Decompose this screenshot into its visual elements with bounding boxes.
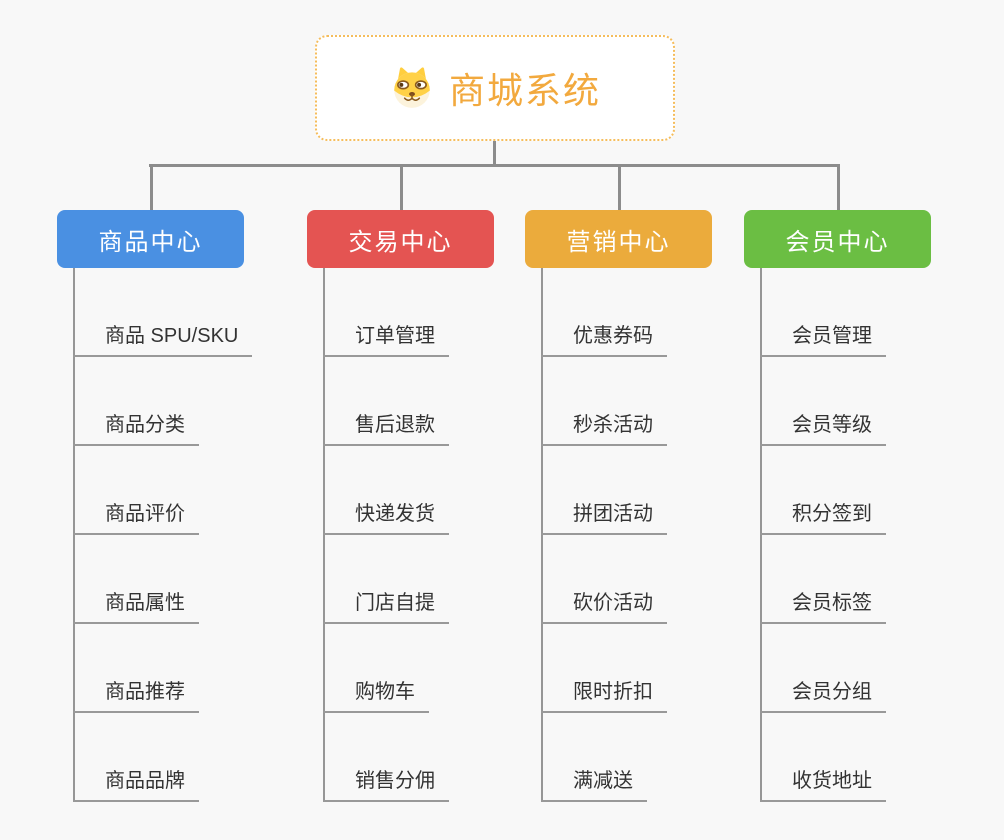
leaf-node[interactable]: 商品评价 — [73, 489, 199, 535]
leaf-node[interactable]: 会员管理 — [760, 311, 886, 357]
leaf-node[interactable]: 销售分佣 — [323, 756, 449, 802]
leaf-node[interactable]: 砍价活动 — [541, 578, 667, 624]
branch-trunk-line — [73, 268, 75, 802]
branch-trunk-line — [760, 268, 762, 802]
connector-branch-stub — [149, 164, 153, 210]
leaf-node[interactable]: 限时折扣 — [541, 667, 667, 713]
leaf-node[interactable]: 购物车 — [323, 667, 429, 713]
branch-trunk-line — [541, 268, 543, 802]
leaf-node[interactable]: 订单管理 — [323, 311, 449, 357]
branch-header-2[interactable]: 营销中心 — [525, 210, 712, 268]
leaf-node[interactable]: 优惠券码 — [541, 311, 667, 357]
leaf-node[interactable]: 商品分类 — [73, 400, 199, 446]
root-node-title: 商城系统 — [448, 70, 601, 111]
leaf-node[interactable]: 拼团活动 — [541, 489, 667, 535]
connector-root-stub — [493, 141, 496, 167]
branch-trunk-line — [323, 268, 325, 802]
leaf-node[interactable]: 会员标签 — [760, 578, 886, 624]
leaf-node[interactable]: 会员分组 — [760, 667, 886, 713]
leaf-node[interactable]: 积分签到 — [760, 489, 886, 535]
dog-face-icon — [394, 67, 430, 108]
leaf-node[interactable]: 会员等级 — [760, 400, 886, 446]
leaf-node[interactable]: 秒杀活动 — [541, 400, 667, 446]
branch-header-3[interactable]: 会员中心 — [744, 210, 931, 268]
branch-header-1[interactable]: 交易中心 — [307, 210, 494, 268]
branch-header-0[interactable]: 商品中心 — [57, 210, 244, 268]
leaf-node[interactable]: 商品品牌 — [73, 756, 199, 802]
leaf-node[interactable]: 门店自提 — [323, 578, 449, 624]
connector-branch-stub — [836, 164, 840, 210]
leaf-node[interactable]: 商品 SPU/SKU — [73, 311, 253, 357]
connector-horizontal-bus — [149, 164, 839, 167]
leaf-node[interactable]: 满减送 — [541, 756, 647, 802]
root-node-mall-system[interactable]: 商城系统 — [315, 35, 675, 141]
leaf-node[interactable]: 售后退款 — [323, 400, 449, 446]
leaf-node[interactable]: 商品推荐 — [73, 667, 199, 713]
connector-branch-stub — [617, 164, 621, 210]
leaf-node[interactable]: 商品属性 — [73, 578, 199, 624]
leaf-node[interactable]: 收货地址 — [760, 756, 886, 802]
leaf-node[interactable]: 快递发货 — [323, 489, 449, 535]
connector-branch-stub — [399, 164, 403, 210]
